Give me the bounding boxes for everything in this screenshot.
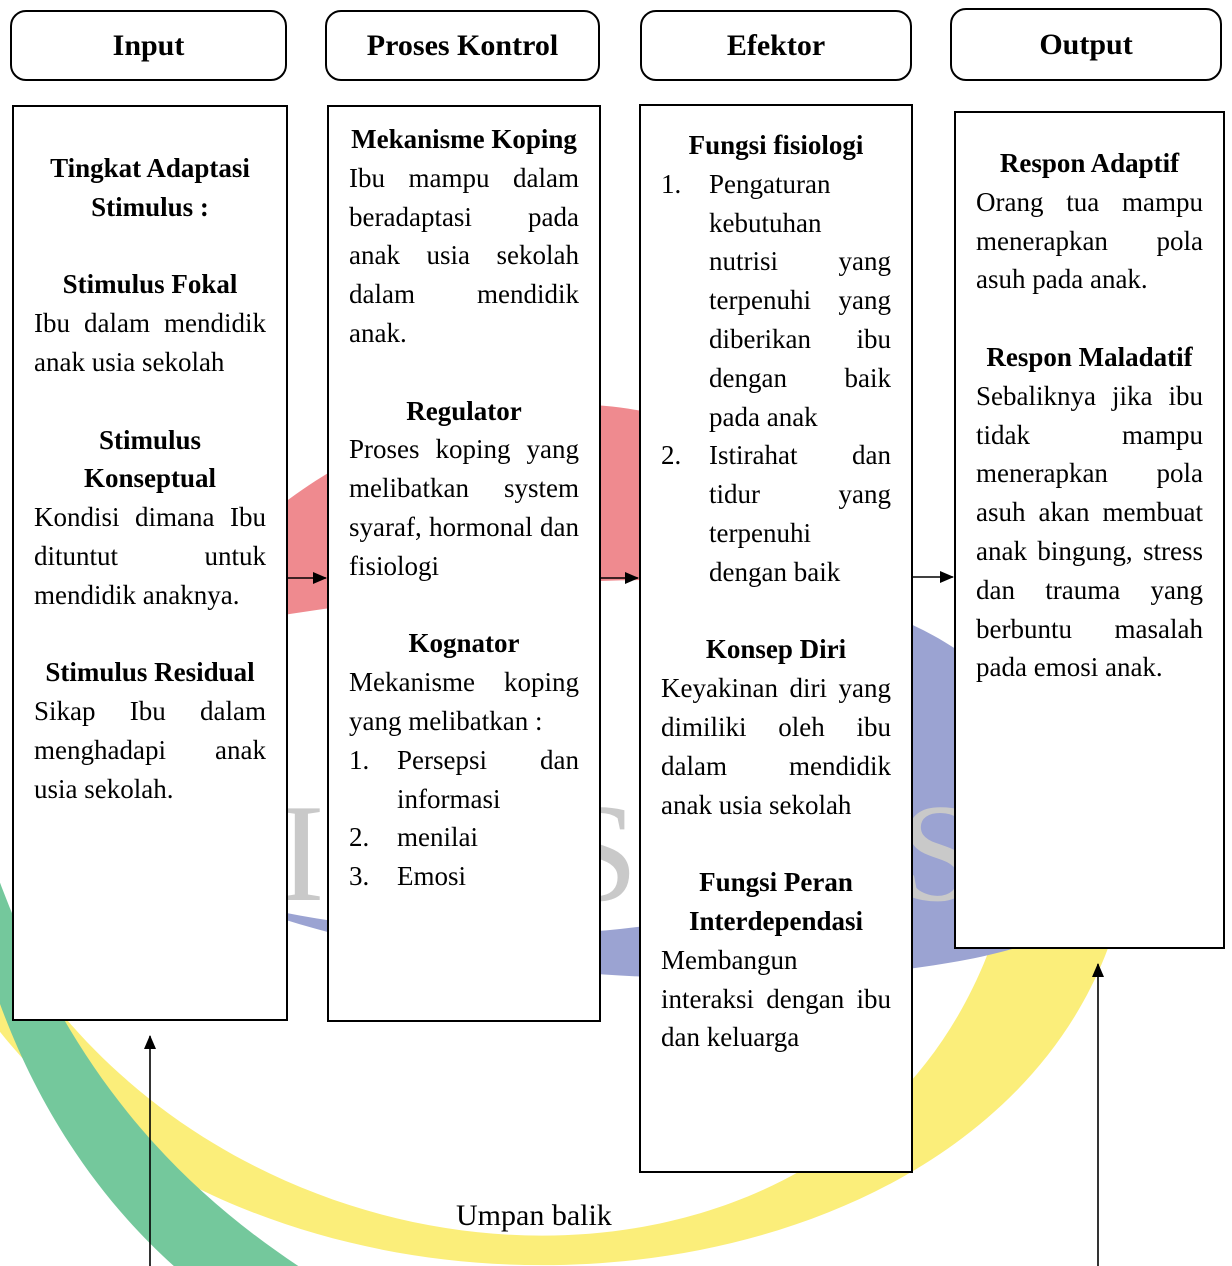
mekanisme-koping-title: Mekanisme Koping: [351, 124, 577, 154]
fungsi-peran-title: Fungsi Peran Interdependasi: [688, 867, 864, 936]
stimulus-residual-title: Stimulus Residual: [45, 657, 255, 688]
list-item: 1.Persepsi dan informasi: [349, 744, 579, 814]
fisiologi-list: 1.Pengaturan kebutuhan nutrisi yang terp…: [661, 165, 891, 592]
feedback-label: Umpan balik: [456, 1199, 612, 1232]
kognator-title: Kognator: [408, 628, 520, 659]
input-box: Tingkat Adaptasi Stimulus : Stimulus Fok…: [12, 105, 288, 1021]
list-item: 2.Istirahat dan tidur yang terpenuhi den…: [661, 440, 891, 587]
stimulus-residual-text: Sikap Ibu dalam menghadapi anak usia sek…: [34, 696, 266, 804]
list-item: 1.Pengaturan kebutuhan nutrisi yang terp…: [661, 168, 891, 432]
respon-maladatif-text: Sebaliknya jika ibu tidak mampu menerapk…: [976, 380, 1203, 683]
respon-adaptif-text: Orang tua mampu menerapkan pola asuh pad…: [976, 186, 1203, 295]
stimulus-konseptual-text: Kondisi dimana Ibu dituntut untuk mendid…: [34, 502, 266, 610]
header-input: Input: [10, 10, 287, 81]
list-item: 2.menilai: [349, 822, 478, 853]
header-efektor-label: Efektor: [726, 28, 826, 62]
regulator-text: Proses koping yang melibatkan system sya…: [349, 434, 579, 581]
mekanisme-koping-text: Ibu mampu dalam beradaptasi pada anak us…: [349, 162, 579, 348]
regulator-title: Regulator: [406, 395, 522, 426]
proses-kontrol-box: Mekanisme Koping Ibu mampu dalam beradap…: [327, 105, 601, 1022]
header-input-label: Input: [112, 28, 185, 62]
stimulus-konseptual-title: Stimulus Konseptual: [83, 424, 217, 494]
header-output-label: Output: [1039, 27, 1133, 61]
header-proses-kontrol: Proses Kontrol: [325, 10, 600, 81]
list-item: 3.Emosi: [349, 861, 467, 892]
fungsi-fisiologi-title: Fungsi fisiologi: [688, 130, 864, 160]
stimulus-fokal-title: Stimulus Fokal: [62, 269, 238, 300]
respon-adaptif-title: Respon Adaptif: [999, 148, 1180, 178]
efektor-box: Fungsi fisiologi 1.Pengaturan kebutuhan …: [639, 104, 913, 1173]
output-box: Respon Adaptif Orang tua mampu menerapka…: [954, 111, 1225, 949]
kognator-text: Mekanisme koping yang melibatkan :: [349, 667, 579, 736]
respon-maladatif-title: Respon Maladatif: [986, 341, 1193, 372]
header-efektor: Efektor: [640, 10, 912, 81]
input-title: Tingkat Adaptasi Stimulus :: [50, 153, 250, 222]
konsep-diri-title: Konsep Diri: [705, 634, 847, 665]
fungsi-peran-text: Membangun interaksi dengan ibu dan kelua…: [661, 944, 891, 1053]
kognator-list: 1.Persepsi dan informasi 2.menilai 3.Emo…: [349, 741, 579, 896]
header-proses-kontrol-label: Proses Kontrol: [366, 28, 559, 62]
watermark-green-arc: [0, 882, 299, 1266]
header-output: Output: [950, 8, 1222, 81]
stimulus-fokal-text: Ibu dalam mendidik anak usia sekolah: [34, 308, 266, 377]
konsep-diri-text: Keyakinan diri yang dimiliki oleh ibu da…: [661, 673, 891, 820]
